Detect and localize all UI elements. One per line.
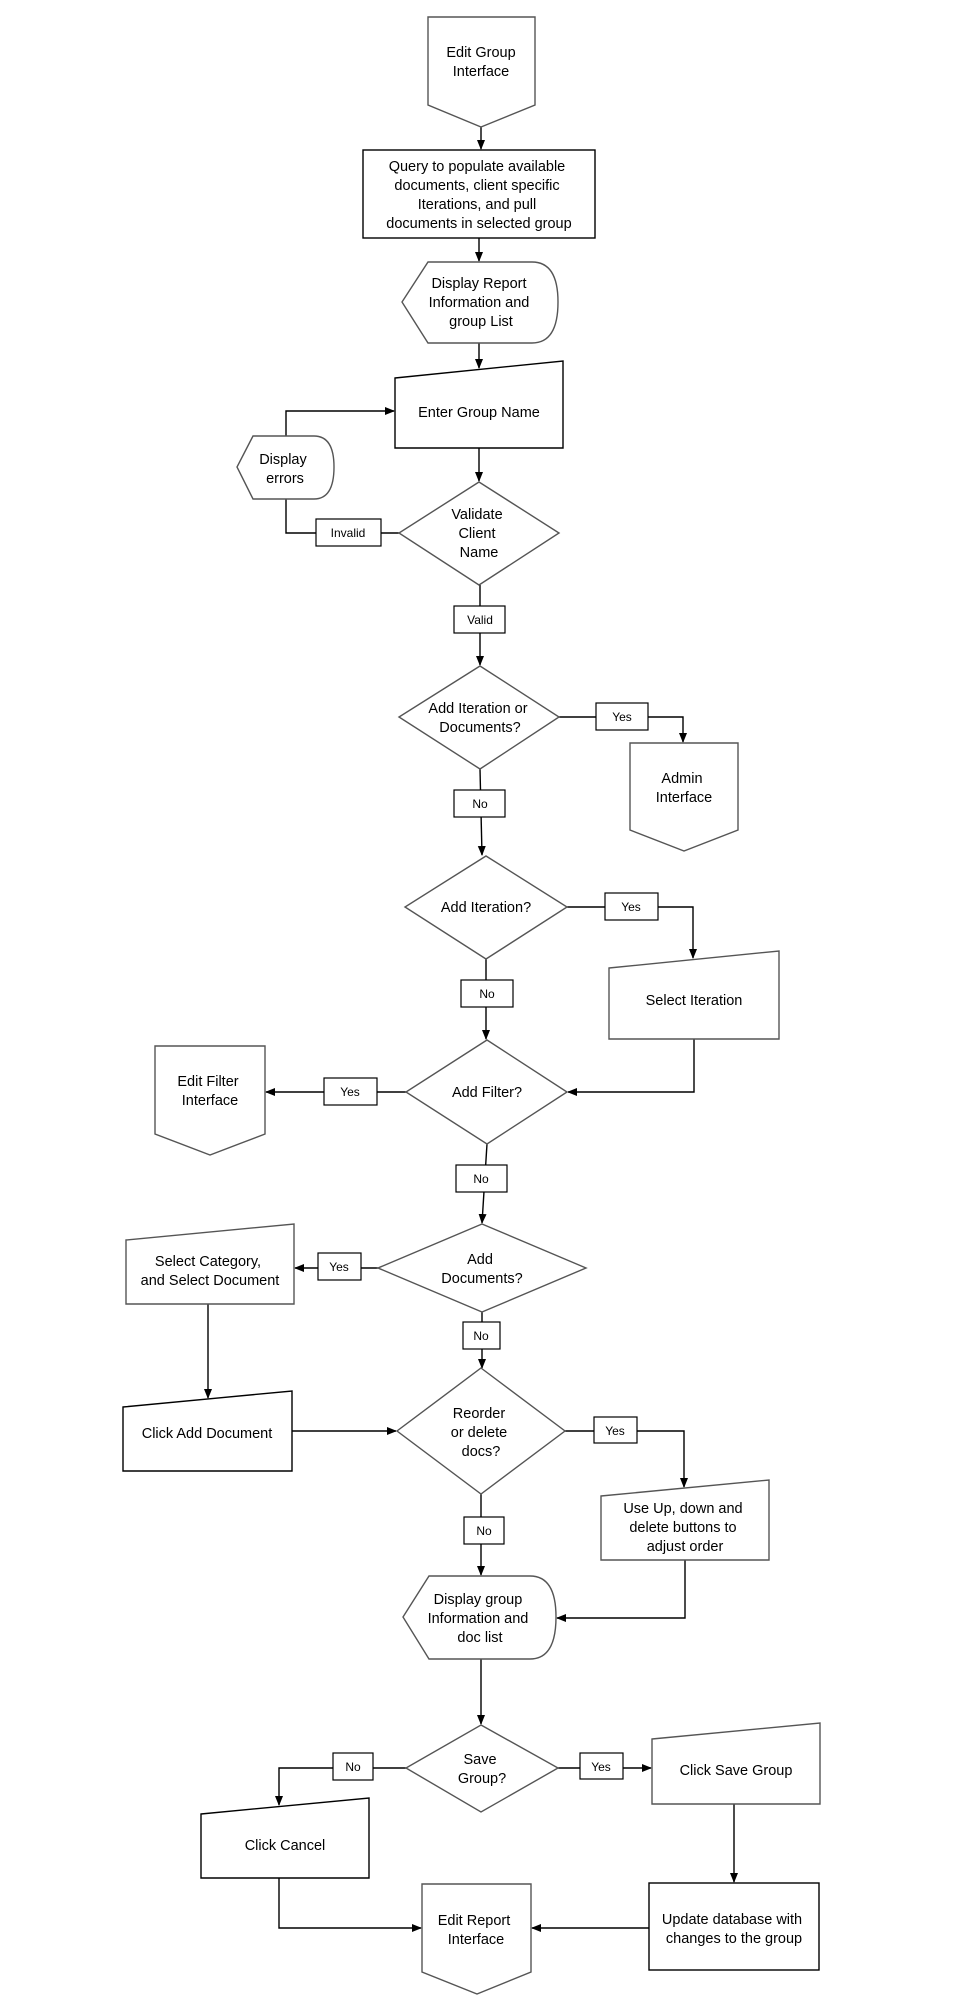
edge-label-invalid: Invalid: [315, 518, 382, 547]
edge-label-yes-save: Yes: [579, 1752, 624, 1780]
svg-text:Query to populate available: Query to populate available documents, c…: [386, 159, 571, 232]
svg-text:Add Iteration?: Add Iteration?: [441, 900, 531, 916]
edge-select-iteration-to-filter: [567, 1039, 695, 1096]
edge-label-yes-admin: Yes: [595, 702, 649, 731]
edge-label-no-save: No: [332, 1752, 374, 1781]
node-add-iteration: Add Iteration?: [403, 855, 569, 960]
svg-text:Click Add Document: Click Add Document: [142, 1426, 273, 1442]
edge-label-valid: Valid: [453, 605, 506, 634]
edge-use-up-to-display-group: [556, 1560, 686, 1622]
node-click-save-group: Click Save Group: [651, 1722, 821, 1805]
svg-text:Select Category, and Sel: Select Category, and Select Document: [141, 1254, 280, 1289]
svg-text:Display group Informatio: Display group Information and doc list: [428, 1592, 533, 1646]
node-update-database: Update database with changes to the grou…: [648, 1882, 820, 1971]
svg-text:Yes: Yes: [591, 1760, 611, 1774]
svg-text:Use Up, down and delete: Use Up, down and delete buttons to adjus…: [623, 1501, 746, 1555]
edge-label-yes-iteration: Yes: [604, 892, 659, 921]
svg-text:Add Filter?: Add Filter?: [452, 1085, 522, 1101]
node-display-group-info: Display group Information and doc list: [402, 1575, 557, 1660]
svg-text:Reorder or delete: Reorder or delete docs?: [451, 1406, 511, 1460]
node-reorder-or-delete: Reorder or delete docs?: [395, 1367, 567, 1495]
svg-text:Update database with cha: Update database with changes to the grou…: [662, 1912, 806, 1947]
svg-text:No: No: [476, 1524, 492, 1538]
node-edit-report-interface: Edit Report Interface: [421, 1883, 532, 1995]
node-add-documents: Add Documents?: [376, 1223, 588, 1313]
svg-text:Display Report Informati: Display Report Information and group Lis…: [429, 276, 534, 330]
node-click-add-document: Click Add Document: [122, 1390, 293, 1472]
svg-text:Select Iteration: Select Iteration: [646, 993, 743, 1009]
svg-text:Admin Interface: Admin Interface: [656, 771, 712, 806]
node-select-category: Select Category, and Select Document: [125, 1223, 295, 1305]
svg-text:Yes: Yes: [605, 1424, 625, 1438]
node-admin-interface: Admin Interface: [629, 742, 739, 852]
svg-text:Yes: Yes: [340, 1085, 360, 1099]
node-display-report: Display Report Information and group Lis…: [401, 261, 559, 344]
svg-text:No: No: [479, 987, 495, 1001]
edge-label-no-filter: No: [455, 1164, 508, 1193]
svg-text:Save Group?: Save Group?: [458, 1752, 506, 1787]
svg-text:No: No: [345, 1760, 361, 1774]
node-select-iteration: Select Iteration: [608, 950, 780, 1040]
svg-text:Valid: Valid: [467, 613, 493, 627]
edge-label-yes-filter: Yes: [323, 1077, 378, 1106]
svg-text:No: No: [472, 797, 488, 811]
svg-text:Click Save Group: Click Save Group: [680, 1763, 793, 1779]
svg-text:Yes: Yes: [621, 900, 641, 914]
svg-text:Yes: Yes: [329, 1260, 349, 1274]
edge-label-no-reorder: No: [463, 1516, 505, 1545]
edge-display-errors-to-enter-name: [285, 407, 395, 436]
node-save-group: Save Group?: [404, 1724, 560, 1813]
svg-text:Display errors: Display errors: [259, 452, 311, 487]
svg-text:Add Iteration or Documen: Add Iteration or Documents?: [428, 701, 531, 736]
node-validate-client-name: Validate Client Name: [397, 481, 561, 586]
svg-text:No: No: [473, 1329, 489, 1343]
edge-label-no-documents: No: [462, 1321, 501, 1350]
node-edit-filter-interface: Edit Filter Interface: [154, 1045, 266, 1156]
edge-click-cancel-to-edit-report: [278, 1878, 422, 1932]
node-query: Query to populate available documents, c…: [362, 149, 596, 239]
svg-text:Enter Group Name: Enter Group Name: [418, 405, 540, 421]
node-use-up-down-buttons: Use Up, down and delete buttons to adjus…: [600, 1479, 770, 1561]
node-add-filter: Add Filter?: [404, 1039, 569, 1145]
svg-text:Validate Client Na: Validate Client Name: [451, 507, 506, 561]
svg-text:Yes: Yes: [612, 710, 632, 724]
svg-text:Add Documents?: Add Documents?: [441, 1252, 522, 1287]
svg-text:No: No: [473, 1172, 489, 1186]
svg-text:Edit Filter Interface: Edit Filter Interface: [177, 1074, 242, 1109]
edge-label-yes-documents: Yes: [317, 1252, 362, 1281]
node-enter-group-name: Enter Group Name: [394, 360, 564, 449]
node-display-errors: Display errors: [236, 435, 335, 500]
edge-label-yes-reorder: Yes: [593, 1416, 638, 1444]
node-click-cancel: Click Cancel: [200, 1797, 370, 1879]
edge-label-no-iter-docs: No: [453, 789, 506, 818]
svg-text:Invalid: Invalid: [331, 526, 366, 540]
svg-text:Click Cancel: Click Cancel: [245, 1838, 326, 1854]
node-add-iteration-or-documents: Add Iteration or Documents?: [397, 665, 561, 770]
edge-label-no-iteration: No: [460, 979, 514, 1008]
svg-text:Edit Report Interface: Edit Report Interface: [438, 1913, 515, 1948]
